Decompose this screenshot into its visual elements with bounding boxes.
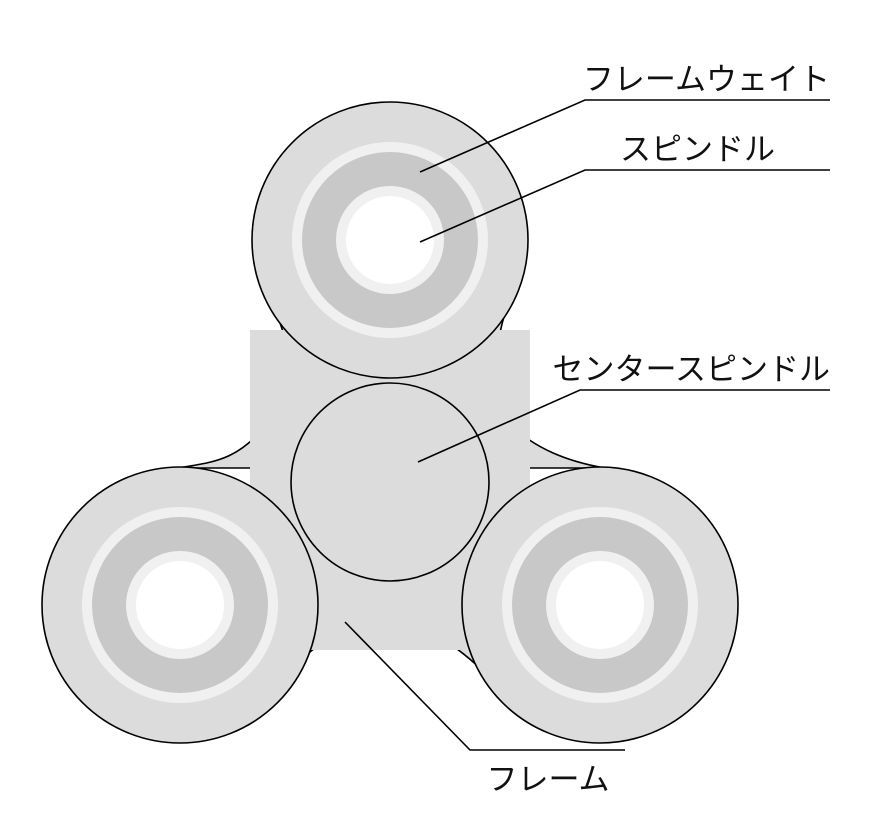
top-lobe bbox=[251, 101, 529, 379]
label-frame-weight: フレームウェイト bbox=[583, 62, 830, 98]
bottom-right-lobe bbox=[461, 466, 739, 744]
bottom-left-lobe bbox=[41, 466, 319, 744]
bottom-left-lobe-bearing-hole bbox=[136, 561, 224, 649]
leader-center-spindle bbox=[417, 389, 830, 463]
bottom-right-lobe-bearing-hole bbox=[556, 561, 644, 649]
label-center-spindle: センタースピンドル bbox=[553, 352, 830, 388]
top-lobe-bearing-hole bbox=[346, 196, 434, 284]
label-spindle: スピンドル bbox=[620, 132, 775, 168]
leader-frame-weight bbox=[419, 99, 830, 173]
leader-frame bbox=[344, 621, 625, 751]
center-spindle bbox=[290, 382, 490, 582]
label-frame: フレーム bbox=[486, 762, 609, 798]
leader-spindle bbox=[419, 169, 830, 243]
